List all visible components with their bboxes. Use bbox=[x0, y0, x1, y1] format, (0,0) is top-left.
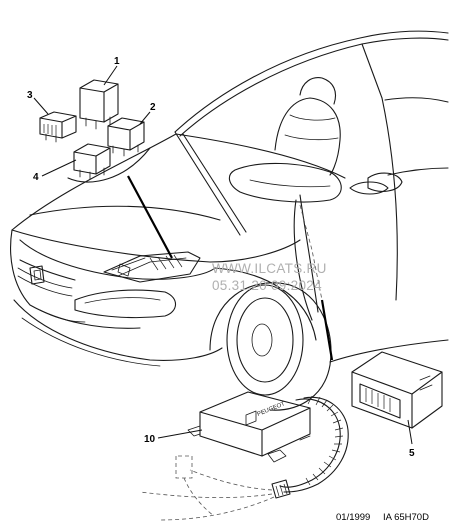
relay-cube-icon bbox=[39, 79, 151, 183]
callout-4: 4 bbox=[33, 172, 39, 183]
wiring-harness bbox=[139, 395, 349, 521]
relay-4[interactable] bbox=[73, 143, 111, 180]
reference-code: IA 65H70D bbox=[383, 512, 429, 523]
callout-3: 3 bbox=[27, 90, 33, 101]
callout-2: 2 bbox=[150, 102, 156, 113]
electronic-module-icon[interactable] bbox=[351, 351, 443, 429]
relay-1[interactable] bbox=[79, 79, 119, 130]
car-front-outline-icon bbox=[10, 30, 449, 411]
callout-1: 1 bbox=[114, 56, 120, 67]
callout-10: 10 bbox=[144, 434, 156, 445]
callout-5: 5 bbox=[409, 448, 415, 459]
ecu-module-10[interactable]: PEUGEOT bbox=[187, 391, 311, 463]
watermark-date: 05.31.20 09:2024 bbox=[212, 278, 322, 293]
watermark-site: WWW.ILCATS.RU bbox=[212, 261, 327, 276]
leader-lines bbox=[33, 65, 413, 445]
relay-2[interactable] bbox=[107, 117, 145, 157]
reference-date: 01/1999 bbox=[336, 512, 370, 523]
relay-3[interactable] bbox=[39, 111, 77, 143]
